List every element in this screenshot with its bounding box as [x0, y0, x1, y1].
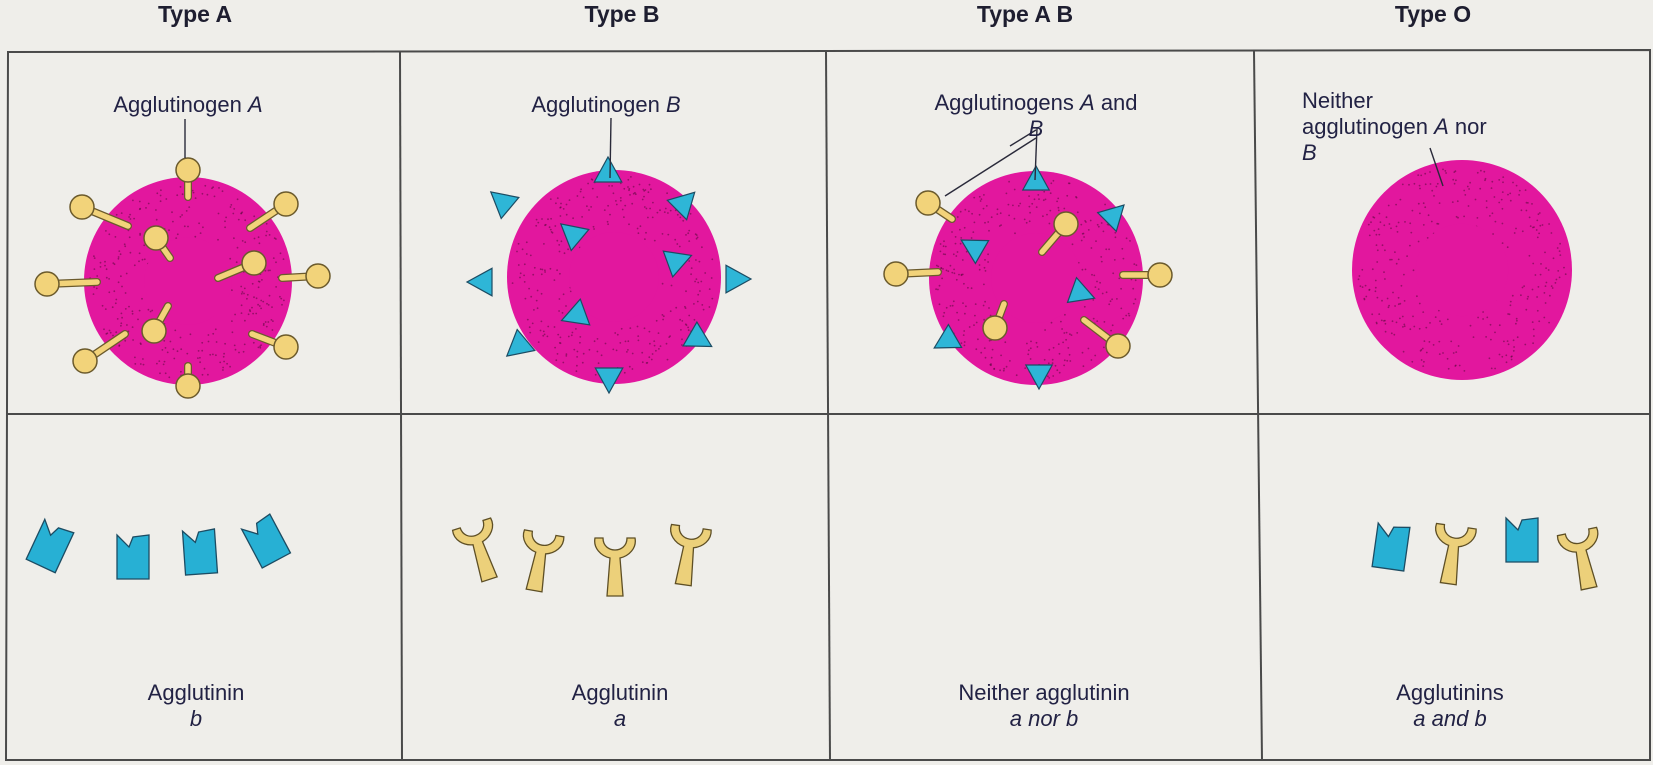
agglutinogen-label: B — [1029, 116, 1044, 141]
agglutinin-label-sub: a and b — [1413, 706, 1486, 731]
agglutinogen-label: agglutinogen A nor — [1302, 114, 1487, 139]
cell-center — [1416, 224, 1508, 316]
agglutinin-b-notch — [183, 529, 218, 575]
agglutinin-b-notch — [117, 535, 149, 579]
title-type-o: Type O — [1395, 1, 1471, 27]
agglutinin-label-sub: a nor b — [1010, 706, 1079, 731]
agglutinogen-label: Agglutinogens A and — [934, 90, 1137, 115]
agglutinin-label: Neither agglutinin — [958, 680, 1129, 705]
title-type-ab: Type A B — [977, 1, 1073, 27]
title-type-b: Type B — [585, 1, 660, 27]
agglutinogen-label: B — [1302, 140, 1317, 165]
agglutinogen-label: Neither — [1302, 88, 1373, 113]
agglutinin-b-notch — [1506, 518, 1538, 562]
agglutinin-label: Agglutinin — [572, 680, 669, 705]
agglutinogen-label: Agglutinogen A — [113, 92, 262, 117]
title-type-a: Type A — [158, 1, 232, 27]
agglutinogen-label: Agglutinogen B — [531, 92, 680, 117]
agglutinin-label: Agglutinin — [148, 680, 245, 705]
agglutinin-label-sub: b — [190, 706, 202, 731]
agglutinin-label-sub: a — [614, 706, 626, 731]
agglutinin-label: Agglutinins — [1396, 680, 1504, 705]
